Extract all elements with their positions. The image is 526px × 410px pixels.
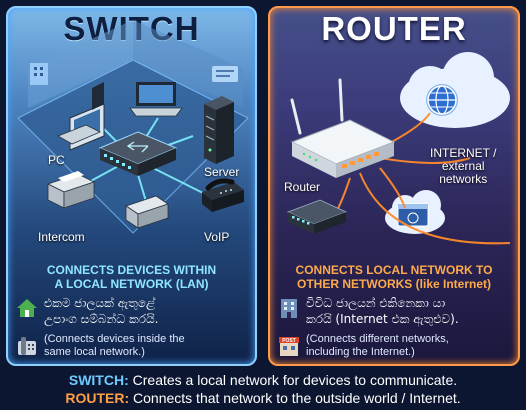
router-english-text: (Connects different networks, including … [306, 333, 512, 359]
voip-phone-icon [202, 178, 244, 212]
router-english-line2: including the Internet.) [306, 346, 415, 358]
voip-label: VoIP [204, 230, 230, 244]
house-icon [17, 299, 37, 317]
router-sinhala-line2: කරයි (Internet එක ඇතුළුව). [306, 312, 459, 326]
internet-label-line1: INTERNET / [430, 146, 497, 160]
switch-sinhala-line1: එකම ජාලයක් ඇතුළේ [44, 296, 156, 310]
switch-english-text: (Connects devices inside the same local … [44, 333, 249, 359]
globe-icon [427, 85, 457, 115]
building-icon [30, 63, 48, 85]
office-building-icon [281, 299, 297, 318]
network-switch-icon [98, 131, 178, 176]
footer-switch-summary: SWITCH: Creates a local network for devi… [0, 372, 526, 388]
desk-phone-icon [18, 337, 36, 355]
switch-english-line2: same local network.) [44, 346, 145, 358]
router-title: ROUTER [321, 10, 467, 47]
switch-english-row: (Connects devices inside the same local … [16, 333, 249, 363]
server-label: Server [204, 165, 240, 179]
router-caption-line2: OTHER NETWORKS (like Internet) [296, 277, 491, 291]
server-icon [204, 96, 234, 164]
intercom-label: Intercom [38, 230, 85, 244]
router-caption: CONNECTS LOCAL NETWORK TO OTHER NETWORKS… [274, 263, 514, 291]
switch-english-line1: (Connects devices inside the [44, 333, 185, 345]
router-device-icon [290, 78, 396, 178]
footer-router-text: Connects that network to the outside wor… [129, 390, 461, 406]
footer-switch-text: Creates a local network for devices to c… [128, 372, 458, 388]
footer-router-key: ROUTER: [65, 390, 130, 406]
router-english-line1: (Connects different networks, [306, 333, 449, 345]
router-sinhala-line1: විවිධ ජාලයන් එකිනෙකා යා [306, 296, 446, 310]
switch-caption: CONNECTS DEVICES WITHIN A LOCAL NETWORK … [12, 263, 251, 291]
internet-label-line3: networks [439, 172, 488, 186]
pc-icon [57, 82, 105, 151]
router-english-row: POST (Connects different networks, inclu… [278, 333, 512, 363]
browser-window-icon [397, 203, 429, 227]
office-wall-left [28, 20, 133, 108]
router-caption-line1: CONNECTS LOCAL NETWORK TO [295, 263, 493, 277]
voip-wall-icon [212, 66, 238, 82]
office-wall-right [133, 20, 243, 108]
laptop-icon [129, 82, 183, 117]
switch-sinhala-row: එකම ජාලයක් ඇතුළේ උපාංග සම්බන්ධ කරයි. [16, 295, 249, 327]
pc-label: PC [48, 153, 65, 167]
switch-sinhala-line2: උපාංග සම්බන්ධ කරයි. [44, 312, 159, 326]
switch-panel: SWITCH [6, 6, 257, 366]
internet-label-line2: external [441, 159, 485, 173]
internet-cloud-icon [400, 52, 510, 128]
footer-router-summary: ROUTER: Connects that network to the out… [0, 390, 526, 406]
post-sign-text: POST [282, 338, 296, 344]
footer-switch-key: SWITCH: [68, 372, 129, 388]
switch-network-illustration [17, 20, 249, 234]
small-switch-icon [286, 199, 348, 234]
router-label: Router [284, 180, 321, 194]
switch-sinhala-text: එකම ජාලයක් ඇතුළේ උපාංග සම්බන්ධ කරයි. [44, 295, 249, 327]
switch-caption-line1: CONNECTS DEVICES WITHIN [46, 263, 217, 277]
router-sinhala-row: විවිධ ජාලයන් එකිනෙකා යා කරයි (Internet එ… [278, 295, 512, 327]
internet-label: INTERNET / external networks [430, 147, 496, 186]
switch-caption-line2: A LOCAL NETWORK (LAN) [54, 277, 209, 291]
intercom-device-icon [125, 195, 169, 229]
router-panel: ROUTER [268, 6, 520, 366]
printer-icon [46, 171, 96, 209]
post-office-icon: POST [279, 337, 299, 356]
router-sinhala-text: විවිධ ජාලයන් එකිනෙකා යා කරයි (Internet එ… [306, 295, 512, 327]
router-network-illustration [286, 52, 511, 245]
